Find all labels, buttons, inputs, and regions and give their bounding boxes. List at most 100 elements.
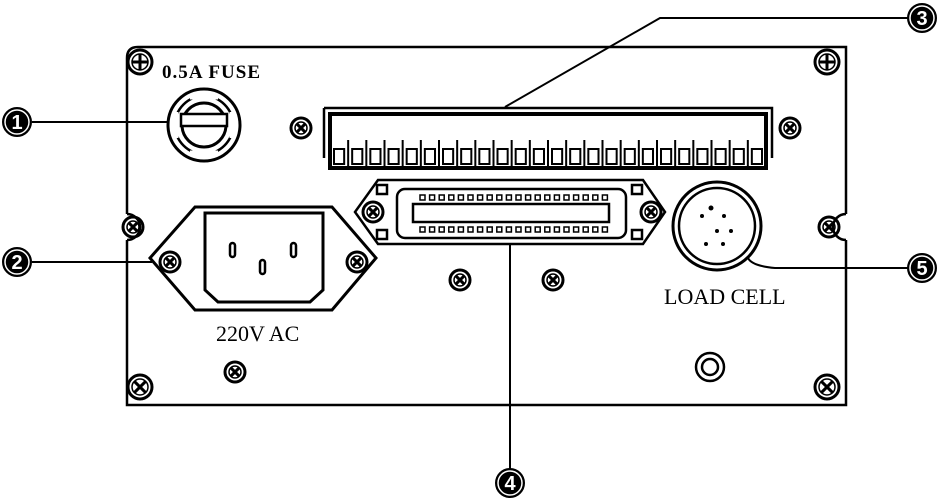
terminal [601, 140, 618, 168]
connector-pin [486, 194, 493, 201]
panel-notch-left [126, 212, 142, 242]
load-cell-label: LOAD CELL [664, 284, 786, 309]
callout-2: 2 [2, 247, 32, 277]
screw-icon [345, 250, 369, 274]
panel-outline [125, 45, 848, 407]
connector-pin [534, 226, 541, 233]
screw-icon [126, 373, 154, 401]
terminal [419, 140, 437, 168]
connector-pin [505, 194, 513, 201]
terminal [656, 140, 673, 168]
screw-icon [158, 250, 182, 274]
connector-pin [601, 226, 609, 233]
terminal [637, 140, 654, 168]
terminal [329, 140, 346, 168]
terminal-block [322, 106, 774, 170]
parallel-connector [353, 178, 667, 246]
callout-1: 1 [2, 107, 32, 137]
connector-pin [428, 226, 436, 233]
connector-pin [505, 226, 513, 233]
terminal [619, 140, 636, 168]
ground-hole [694, 351, 726, 383]
connector-pin [496, 194, 503, 201]
connector-pin [515, 226, 522, 233]
connector-pin [544, 226, 551, 233]
terminal [728, 140, 745, 168]
screw-icon [361, 200, 385, 224]
terminal [383, 140, 400, 168]
connector-pin [563, 194, 570, 201]
terminal [692, 140, 709, 168]
screw-icon [289, 116, 313, 140]
fuse-label: 0.5A FUSE [162, 62, 260, 83]
terminal [710, 140, 727, 168]
connector-pin [592, 194, 599, 201]
terminal [456, 140, 473, 168]
ac-power-inlet [148, 205, 378, 312]
connector-pin [544, 194, 551, 201]
terminal [510, 140, 527, 168]
load-cell-connector [671, 180, 763, 272]
connector-pin [601, 194, 609, 201]
connector-pin [524, 226, 532, 233]
terminal [528, 140, 545, 168]
connector-pin [582, 194, 589, 201]
screw-icon [223, 360, 247, 384]
callout-4: 4 [495, 468, 525, 498]
connector-pin [419, 226, 426, 233]
fuse-holder [166, 87, 242, 163]
callout-number: 5 [916, 258, 927, 280]
connector-pin [563, 226, 570, 233]
screw-icon [126, 48, 154, 76]
connector-pin [572, 226, 580, 233]
connector-pin [467, 226, 474, 233]
connector-pin [419, 194, 426, 201]
panel-notch-right [831, 212, 847, 242]
callout-number: 2 [11, 252, 22, 274]
terminal [401, 140, 418, 168]
screw-icon [813, 48, 841, 76]
callout-number: 4 [504, 473, 516, 495]
callout-number: 1 [11, 112, 22, 134]
terminal [347, 140, 364, 168]
callout-number: 3 [916, 8, 927, 30]
terminal [547, 140, 564, 168]
terminal [474, 140, 491, 168]
connector-pin [553, 226, 561, 233]
connector-pin [438, 226, 445, 233]
terminal [365, 140, 382, 168]
connector-pin [467, 194, 474, 201]
connector-pin [534, 194, 541, 201]
screw-icon [121, 215, 145, 239]
callout-3: 3 [907, 3, 937, 33]
connector-pin [572, 194, 580, 201]
connector-pin [515, 194, 522, 201]
screw-icon [448, 268, 472, 292]
screw-icon [778, 116, 802, 140]
connector-pin [496, 226, 503, 233]
screw-icon [541, 268, 565, 292]
connector-pin [476, 194, 484, 201]
connector-pin [582, 226, 589, 233]
screw-icon [639, 200, 663, 224]
connector-pin [476, 226, 484, 233]
connector-pin [524, 194, 532, 201]
terminal [438, 140, 455, 168]
connector-pin [438, 194, 445, 201]
terminal [565, 140, 582, 168]
terminal [583, 140, 600, 168]
connector-pin [448, 226, 455, 233]
connector-pin [448, 194, 455, 201]
connector-pin [553, 194, 561, 201]
terminal [674, 140, 691, 168]
connector-pin [457, 194, 465, 201]
screw-icon [813, 373, 841, 401]
terminal [746, 140, 763, 168]
callout-5: 5 [907, 253, 937, 283]
power-label: 220V AC [216, 321, 299, 346]
callout-lines [32, 17, 908, 470]
connector-pin [428, 194, 436, 201]
connector-pin [486, 226, 493, 233]
terminal [492, 140, 509, 168]
